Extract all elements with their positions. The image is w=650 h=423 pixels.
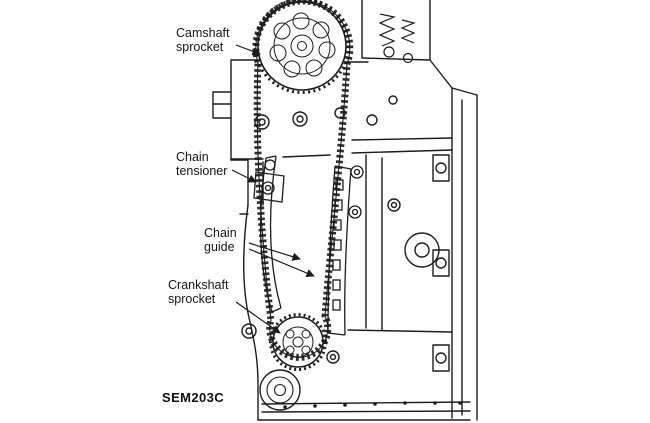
camshaft-sprocket-drawing xyxy=(254,0,350,94)
chain-tensioner-drawing xyxy=(253,155,285,313)
label-camshaft-sprocket: Camshaft sprocket xyxy=(176,26,230,54)
label-crankshaft-sprocket: Crankshaft sprocket xyxy=(168,278,229,306)
valve-springs xyxy=(378,13,416,64)
label-chain-tensioner: Chain tensioner xyxy=(176,150,228,178)
engine-block-outline xyxy=(212,0,478,421)
crankshaft-sprocket-drawing xyxy=(259,313,327,411)
oil-pan-bolts xyxy=(283,401,462,409)
leader-arrows xyxy=(231,44,315,334)
chain-guide-drawing xyxy=(327,165,364,336)
figure-code: SEM203C xyxy=(162,390,225,405)
label-chain-guide: Chain guide xyxy=(204,226,237,254)
